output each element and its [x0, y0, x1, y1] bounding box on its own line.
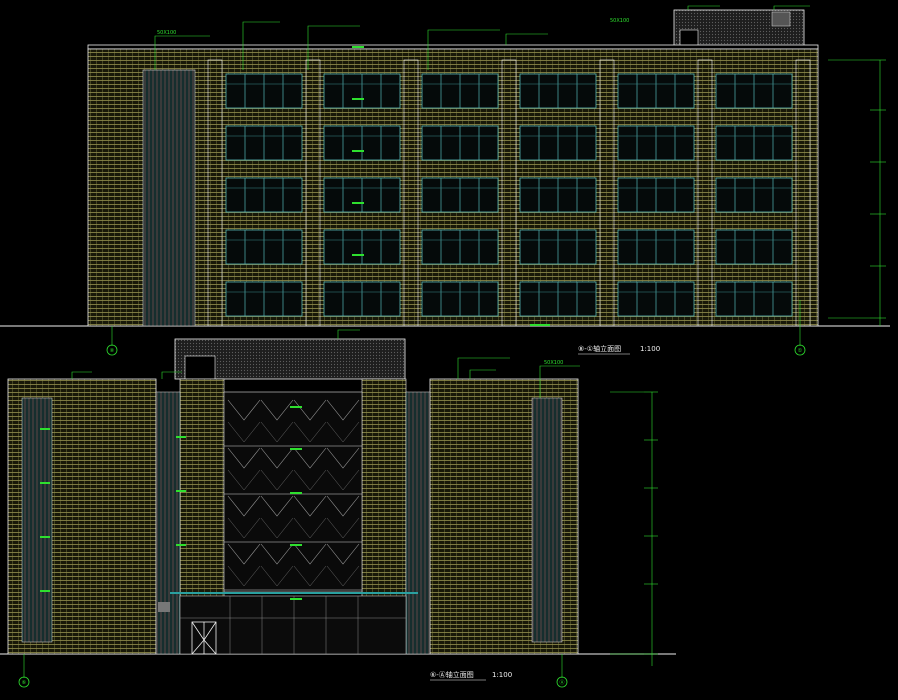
- curtain-chevron: [326, 421, 360, 443]
- top-elevation-title: ⑧-①轴立面图: [578, 344, 621, 353]
- curtain-chevron: [293, 447, 327, 469]
- top-columns: [207, 59, 811, 327]
- curtain-chevron: [326, 469, 360, 491]
- bottom-left-inner-strip: [155, 391, 181, 655]
- top-axis-left-label: ⑧: [110, 348, 115, 354]
- curtain-chevron: [227, 565, 261, 587]
- top-curtain-strip: [142, 69, 196, 327]
- curtain-chevron: [227, 543, 261, 565]
- bottom-lobby-mullions: [180, 596, 406, 654]
- bottom-left-window-strip: [21, 397, 53, 643]
- curtain-chevron: [293, 421, 327, 443]
- bottom-lobby-glazing: [179, 595, 407, 655]
- curtain-chevron: [293, 543, 327, 565]
- top-elevation: ⑧ ① 50X100 50X100 ⑧-①轴立面图 1:100: [0, 5, 890, 356]
- bottom-callout-1: 50X100: [544, 360, 563, 366]
- bottom-elevation-scale: 1:100: [492, 671, 512, 679]
- top-parapet: [87, 44, 819, 50]
- bottom-axis-right-bubble: Ⓐ: [556, 676, 568, 688]
- bottom-curtain-grid: [224, 399, 362, 591]
- bottom-elevation-title: ⑥-Ⓐ轴立面图: [430, 670, 474, 679]
- top-right-dimension: [828, 59, 886, 326]
- curtain-chevron: [326, 565, 360, 587]
- bottom-step-box: [158, 602, 170, 612]
- bottom-elevation: 50X100 ⑥ Ⓐ ⑥-Ⓐ轴立面图 1:100: [0, 329, 676, 688]
- top-window-grid: [225, 73, 793, 317]
- curtain-chevron: [260, 399, 294, 421]
- bottom-entrance-door: [191, 621, 217, 655]
- curtain-chevron: [260, 543, 294, 565]
- top-elevation-scale: 1:100: [640, 345, 660, 353]
- curtain-chevron: [293, 517, 327, 539]
- curtain-chevron: [227, 469, 261, 491]
- curtain-chevron: [326, 399, 360, 421]
- top-axis-right-label: ①: [798, 348, 803, 354]
- top-callout-2: 50X100: [610, 18, 629, 24]
- curtain-chevron: [227, 399, 261, 421]
- bottom-right-inner-strip: [405, 391, 431, 655]
- curtain-chevron: [293, 565, 327, 587]
- bottom-roof-door: [184, 355, 216, 380]
- top-leaders: [111, 5, 810, 346]
- curtain-chevron: [326, 495, 360, 517]
- curtain-chevron: [260, 469, 294, 491]
- top-axis-right-bubble: ①: [794, 344, 806, 356]
- curtain-chevron: [260, 447, 294, 469]
- top-axis-left-bubble: ⑧: [106, 344, 118, 356]
- curtain-chevron: [227, 517, 261, 539]
- curtain-chevron: [326, 447, 360, 469]
- bottom-axis-left-label: ⑥: [22, 680, 27, 686]
- curtain-chevron: [293, 495, 327, 517]
- top-elevation-marks: [352, 46, 550, 326]
- curtain-chevron: [227, 447, 261, 469]
- top-callout-1: 50X100: [157, 30, 176, 36]
- curtain-chevron: [260, 495, 294, 517]
- bottom-axis-right-label: Ⓐ: [559, 679, 564, 686]
- curtain-chevron: [260, 421, 294, 443]
- curtain-chevron: [227, 495, 261, 517]
- bottom-axis-left-bubble: ⑥: [18, 676, 30, 688]
- curtain-chevron: [326, 543, 360, 565]
- curtain-chevron: [227, 421, 261, 443]
- curtain-chevron: [260, 517, 294, 539]
- top-roof-vent: [771, 11, 791, 27]
- curtain-chevron: [326, 517, 360, 539]
- bottom-elevation-marks: [40, 406, 302, 600]
- curtain-chevron: [260, 565, 294, 587]
- top-roof-door: [679, 29, 699, 47]
- curtain-chevron: [293, 469, 327, 491]
- bottom-leaders: [23, 329, 580, 678]
- bottom-right-window-strip: [531, 397, 563, 643]
- bottom-right-dimension: [610, 391, 658, 666]
